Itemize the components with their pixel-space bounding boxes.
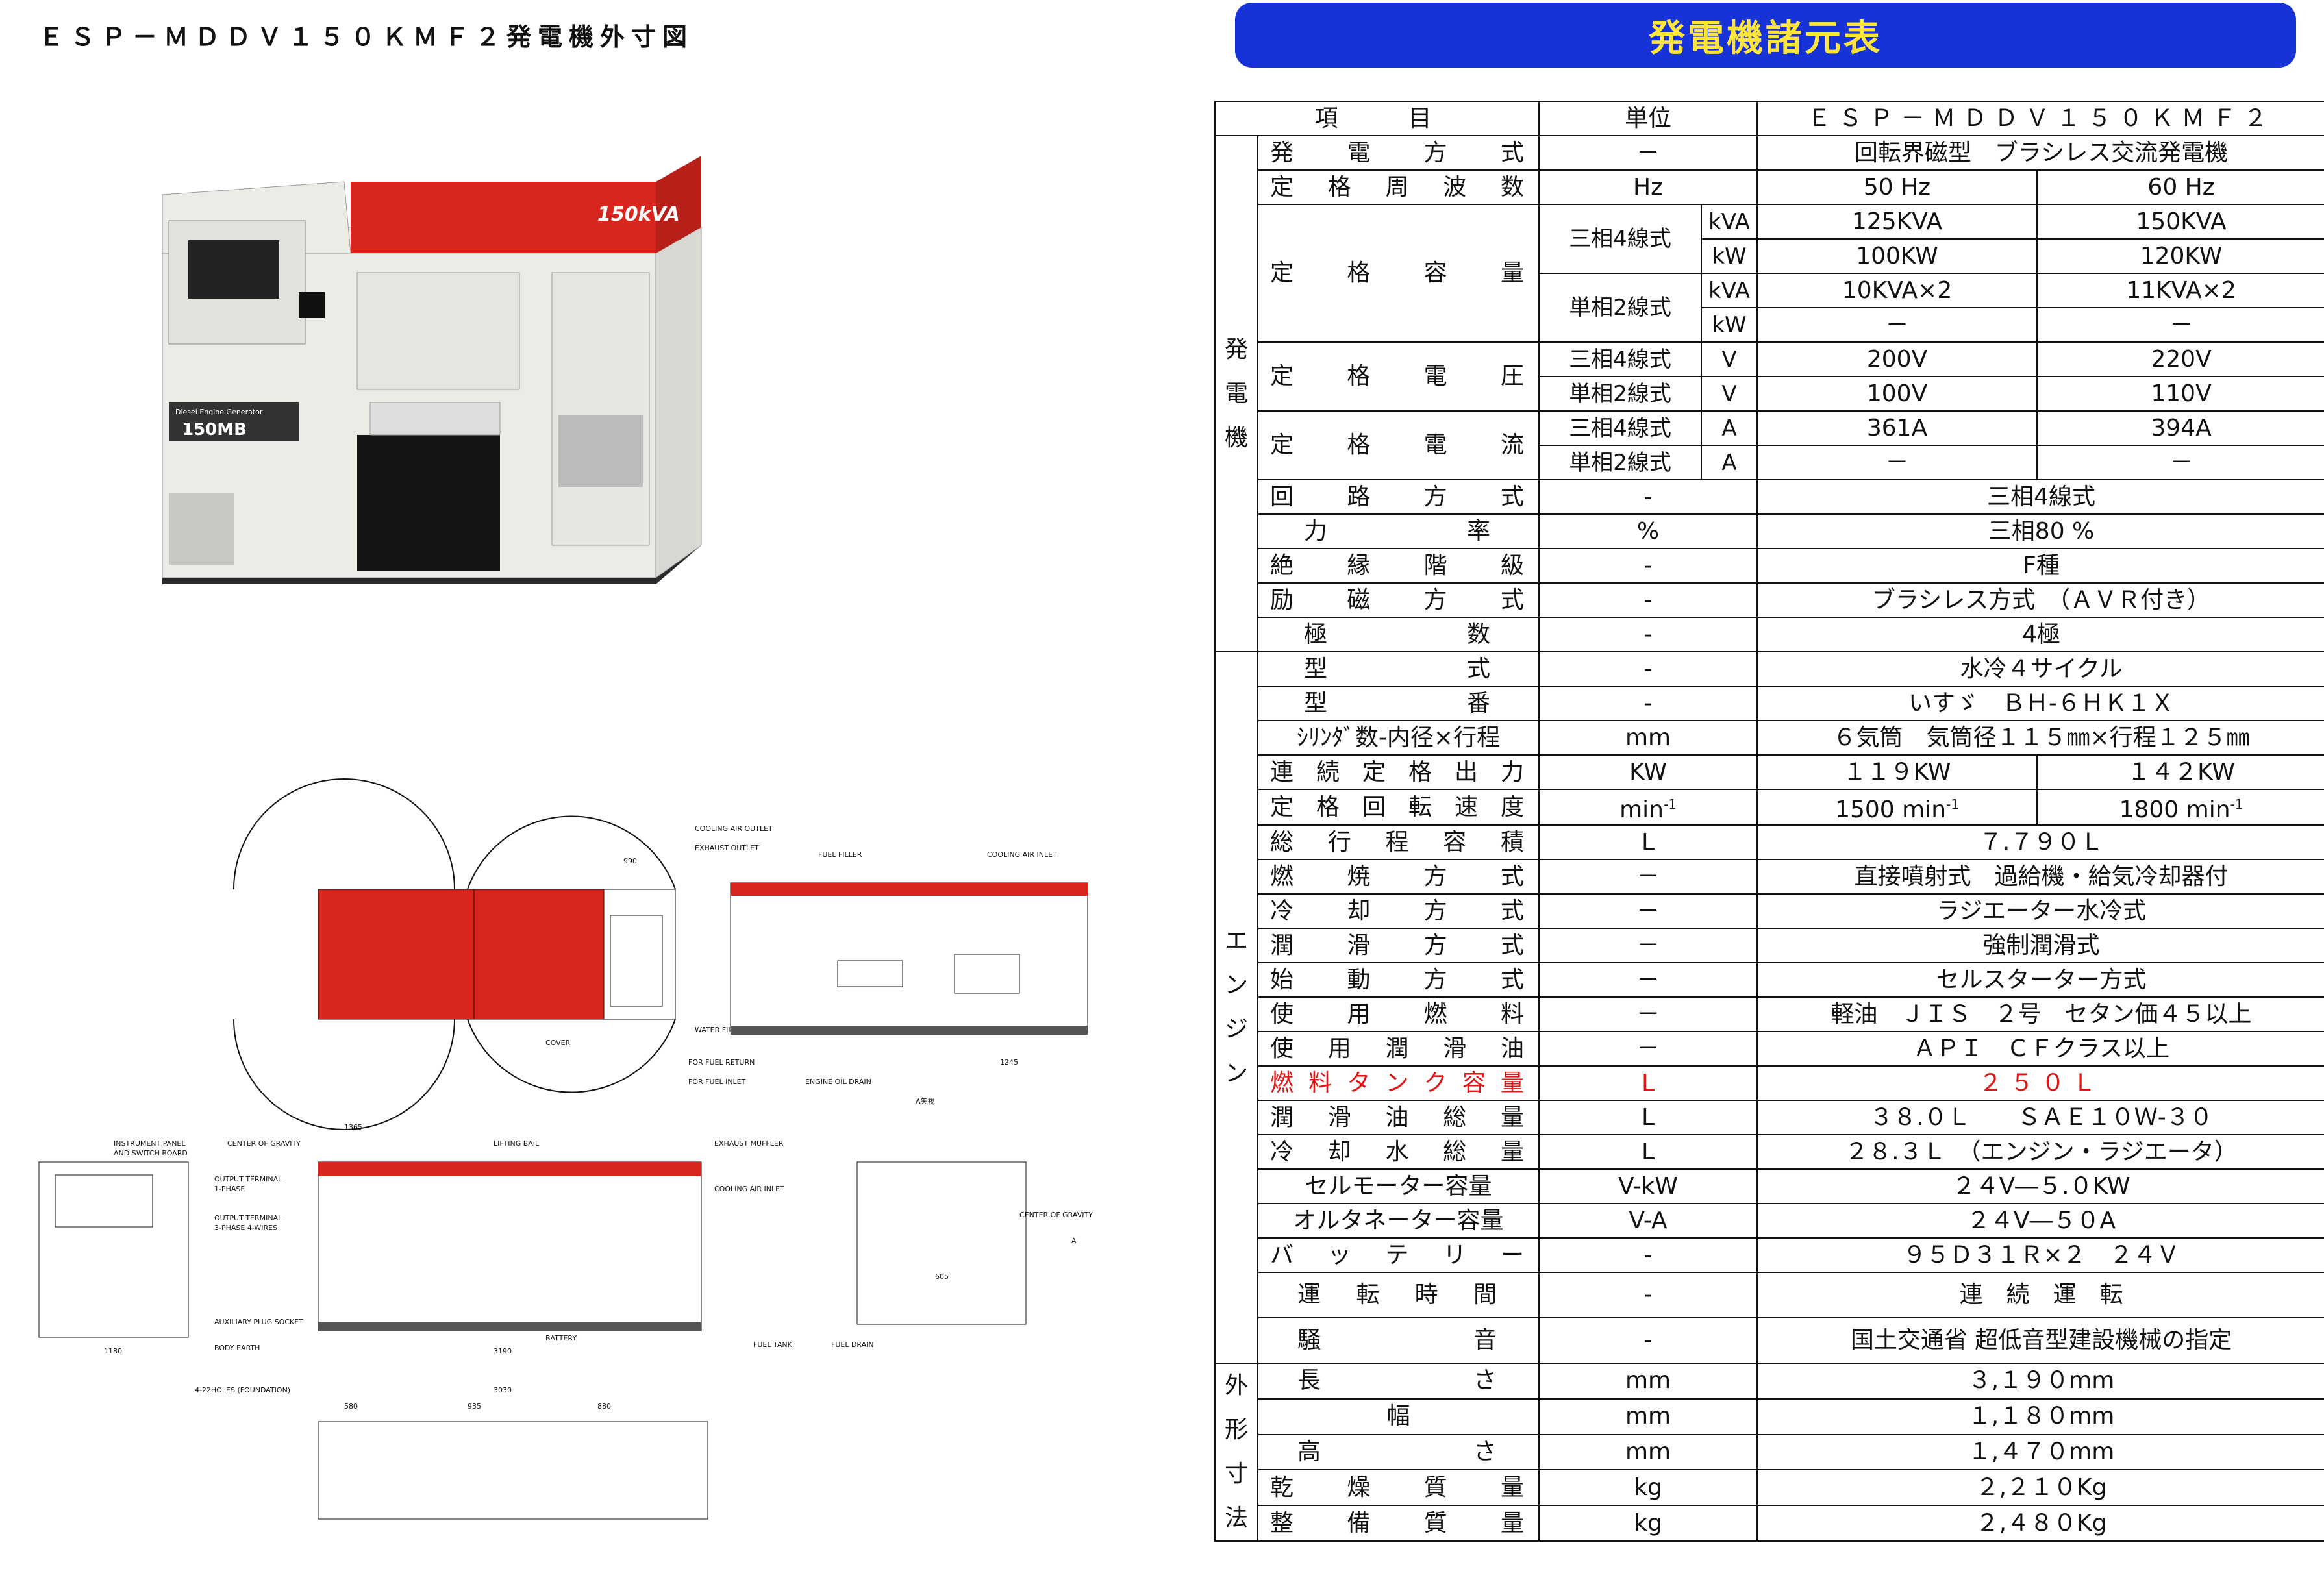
side-elevation: CENTER OF GRAVITY LIFTING BAIL EXHAUST M…	[214, 1123, 784, 1355]
row-circuit: 回路方式 - 三相4線式	[1215, 479, 2324, 515]
row-output: 連続定格出力 KW １１９KW １４２KW	[1215, 754, 2324, 790]
label-view-a: A矢視	[916, 1096, 935, 1106]
label-phase-3: 3-PHASE 4-WIRES	[214, 1224, 277, 1232]
label-switch-board: AND SWITCH BOARD	[114, 1149, 188, 1157]
row-capacity-3-kw: kW 100KW 120KW	[1215, 238, 2324, 274]
label-holes-foundation: 4-22HOLES (FOUNDATION)	[195, 1386, 290, 1394]
dim-1365: 1365	[344, 1123, 362, 1131]
label-engine-oil-drain: ENGINE OIL DRAIN	[805, 1078, 871, 1086]
label-exhaust-muffler: EXHAUST MUFFLER	[714, 1139, 784, 1148]
dim-990: 990	[623, 857, 637, 865]
row-engine-model: 型番 - いすゞ ＢＨ-６ＨＫ１Ｘ	[1215, 686, 2324, 721]
row-current-1: 単相2線式 A － －	[1215, 445, 2324, 480]
row-speed: 定格回転速度 min-1 1500 min-1 1800 min-1	[1215, 789, 2324, 826]
label-cooling-air-inlet: COOLING AIR INLET	[714, 1185, 784, 1193]
row-combustion: 燃焼方式 － 直接噴射式 過給機・給気冷却器付	[1215, 859, 2324, 895]
row-tank: 燃料タンク容量 L ２５０Ｌ	[1215, 1065, 2324, 1101]
header-item: 項 目	[1214, 101, 1540, 136]
row-mass: 整備質量 kg ２,４８０Kg	[1215, 1505, 2324, 1542]
label-lifting-bail: LIFTING BAIL	[494, 1139, 540, 1148]
generator-photo: Diesel Engine Generator 150MB 150kVA	[161, 156, 703, 584]
photo-capacity-label: 150kVA	[597, 203, 680, 226]
row-frequency: 定格周波数 Hz 50 Hz 60 Hz	[1215, 169, 2324, 205]
label-center-of-gravity: CENTER OF GRAVITY	[227, 1139, 301, 1148]
label-for-fuel-inlet: FOR FUEL INLET	[688, 1078, 746, 1086]
label-exhaust-outlet: EXHAUST OUTLET	[695, 844, 759, 852]
row-oil: 使用潤滑油 － ＡＰＩ ＣＦクラス以上	[1215, 1031, 2324, 1067]
row-lubrication: 潤滑方式 － 強制潤滑式	[1215, 928, 2324, 963]
row-capacity-1-kva: 単相2線式 kVA 10KVA×2 11KVA×2	[1215, 273, 2324, 343]
row-current-3: 定格電流 三相4線式 A 361A 394A	[1215, 410, 2324, 480]
row-noise: 騒音 - 国土交通省 超低音型建設機械の指定	[1215, 1317, 2324, 1364]
label-cooling-air-outlet: COOLING AIR OUTLET	[695, 824, 773, 833]
dim-1245: 1245	[1000, 1058, 1018, 1067]
label-fuel-tank: FUEL TANK	[753, 1340, 793, 1349]
row-method: 発電機 発電方式 － 回転界磁型 ブラシレス交流発電機	[1214, 135, 2324, 652]
label-cover: COVER	[545, 1039, 571, 1047]
dimension-drawings: COOLING AIR OUTLET EXHAUST OUTLET 990 WA…	[38, 778, 1093, 1520]
label-fuel-filler: FUEL FILLER	[818, 850, 862, 859]
row-runtime: 運転時間 - 連 続 運 転	[1215, 1272, 2324, 1318]
side-view-a: FUEL FILLER COOLING AIR INLET ENGINE OIL…	[730, 850, 1088, 1106]
top-view: COOLING AIR OUTLET EXHAUST OUTLET 990 WA…	[233, 778, 773, 1130]
label-phase-1: 1-PHASE	[214, 1185, 245, 1193]
row-oil-total: 潤滑油総量 L ３８.０Ｌ ＳＡＥ１０Ｗ-３０	[1215, 1100, 2324, 1135]
row-starting: 始動方式 － セルスターター方式	[1215, 962, 2324, 998]
dim-3190: 3190	[494, 1347, 512, 1355]
row-fuel: 使用燃料 － 軽油 ＪＩＳ ２号 セタン価４５以上	[1215, 996, 2324, 1032]
row-excitation: 励磁方式 - ブラシレス方式 （ＡＶＲ付き）	[1215, 582, 2324, 618]
row-battery: バッテリー - ９５Ｄ３１Ｒ×２ ２４Ｖ	[1215, 1237, 2324, 1273]
photo-plate-line: Diesel Engine Generator	[175, 408, 263, 416]
front-view: INSTRUMENT PANEL AND SWITCH BOARD 1180	[38, 1139, 189, 1355]
row-poles: 極数 - 4極	[1215, 617, 2324, 652]
row-insulation: 絶縁階級 - F種	[1215, 548, 2324, 584]
foundation-view: 4-22HOLES (FOUNDATION) 3030 580 935 880	[195, 1386, 708, 1520]
row-power-factor: 力率 % 三相80 %	[1215, 513, 2324, 549]
rear-view: CENTER OF GRAVITY 605 A FUEL TANK FUEL D…	[753, 1161, 1093, 1349]
label-battery: BATTERY	[545, 1334, 577, 1342]
group-generator: 発電機	[1214, 135, 1258, 652]
row-capacity-1-kw: kW － －	[1215, 307, 2324, 343]
label-body-earth: BODY EARTH	[214, 1344, 260, 1352]
row-voltage-3: 定格電圧 三相4線式 V 200V 220V	[1215, 341, 2324, 412]
row-displacement: 総行程容積 L ７.７９０Ｌ	[1215, 824, 2324, 860]
photo-model-plate: 150MB	[182, 420, 247, 439]
row-voltage-1: 単相2線式 V 100V 110V	[1215, 376, 2324, 412]
spec-table: 項 目 単位 ＥＳＰ－ＭＤＤＶ１５０ＫＭＦ２ 発電機 発電方式 － 回転界磁型 …	[1214, 101, 2324, 1542]
dim-1180: 1180	[104, 1347, 122, 1355]
row-cylinder: ｼﾘﾝﾀﾞ数-内径×行程 mm ６気筒 気筒径１１５㎜×行程１２５㎜	[1215, 720, 2324, 756]
dim-880: 880	[597, 1402, 611, 1411]
header-model: ＥＳＰ－ＭＤＤＶ１５０ＫＭＦ２	[1756, 101, 2324, 136]
label-arrow-a: A	[1071, 1237, 1077, 1245]
label-output-terminal-3: OUTPUT TERMINAL	[214, 1214, 282, 1222]
dim-580: 580	[344, 1402, 358, 1411]
header-unit: 単位	[1538, 101, 1758, 136]
row-engine-type: エンジン 型式 - 水冷４サイクル	[1214, 651, 2324, 1364]
row-height: 高さ mm １,４７０mm	[1215, 1433, 2324, 1471]
row-cooling: 冷却方式 － ラジエーター水冷式	[1215, 893, 2324, 929]
row-capacity-3-kva: 定格容量 三相4線式 kVA 125KVA 150KVA	[1215, 204, 2324, 343]
dim-3030: 3030	[494, 1386, 512, 1394]
row-alternator: オルタネーター容量 V-A ２４V―５０A	[1215, 1203, 2324, 1239]
label-output-terminal-1: OUTPUT TERMINAL	[214, 1175, 282, 1183]
label-cooling-air-inlet-top: COOLING AIR INLET	[987, 850, 1057, 859]
spec-title-banner: 発電機諸元表	[1235, 3, 2296, 68]
dim-935: 935	[468, 1402, 481, 1411]
group-engine: エンジン	[1214, 651, 1258, 1364]
row-dry-mass: 乾燥質量 kg ２,２１０Kg	[1215, 1469, 2324, 1507]
label-aux-plug: AUXILIARY PLUG SOCKET	[214, 1318, 303, 1326]
row-length: 外形寸法 長さ mm ３,１９０mm	[1214, 1363, 2324, 1542]
label-instrument-panel: INSTRUMENT PANEL	[114, 1139, 186, 1148]
row-coolant: 冷却水総量 L ２８.３Ｌ （エンジン・ラジエータ）	[1215, 1134, 2324, 1170]
label-center-of-gravity-rear: CENTER OF GRAVITY	[1019, 1211, 1093, 1219]
drawing-title: ＥＳＰ－ＭＤＤＶ１５０ＫＭＦ２発電機外寸図	[39, 23, 694, 51]
row-width: 幅 mm １,１８０mm	[1215, 1398, 2324, 1435]
label-for-fuel-return: FOR FUEL RETURN	[688, 1058, 755, 1067]
row-starter: セルモーター容量 V-kW ２４V―５.０KW	[1215, 1168, 2324, 1204]
label-fuel-drain: FUEL DRAIN	[831, 1340, 874, 1349]
header-row: 項 目 単位 ＥＳＰ－ＭＤＤＶ１５０ＫＭＦ２	[1214, 101, 2324, 136]
group-dimensions: 外形寸法	[1214, 1363, 1258, 1542]
dim-605: 605	[935, 1272, 949, 1281]
